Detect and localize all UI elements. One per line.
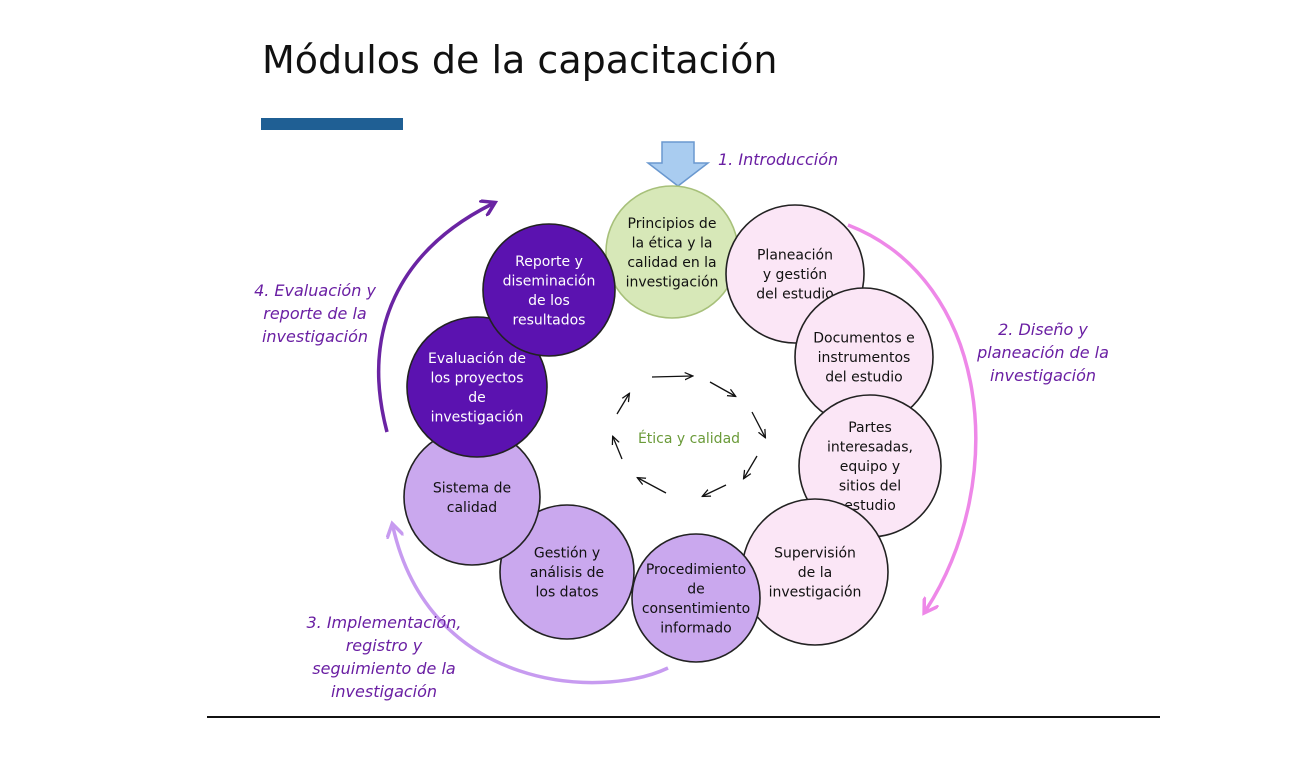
module-label-line: resultados	[513, 312, 586, 328]
module-label-line: equipo y	[840, 459, 900, 475]
module-data: Gestión y análisis de los datos	[499, 504, 635, 640]
module-label-line: y gestión	[763, 267, 827, 283]
phase-label-implementation: registro y	[346, 636, 423, 655]
module-label-line: investigación	[431, 409, 524, 425]
module-label-line: de	[687, 581, 705, 597]
module-label-line: sitios del	[839, 479, 901, 495]
module-circle-report	[482, 223, 616, 357]
phase-label-implementation: seguimiento de la	[312, 659, 455, 678]
module-label-line: Sistema de	[433, 480, 511, 496]
inner-cycle-arrow	[616, 394, 629, 415]
module-label-line: Principios de	[628, 216, 717, 232]
introduction-down-arrow	[645, 141, 711, 187]
inner-cycle-arrow	[709, 381, 735, 396]
inner-cycle-arrow	[651, 376, 692, 377]
module-ethics: Principios de la ética y la calidad en la i…	[605, 185, 739, 319]
module-label-line: Partes	[848, 420, 892, 436]
inner-cycle-arrow	[744, 455, 758, 478]
module-circle-consent	[631, 533, 761, 663]
module-label-line: Supervisión	[774, 546, 856, 562]
module-label-line: análisis de	[530, 565, 604, 581]
module-label-line: de	[468, 390, 486, 406]
module-label-line: del estudio	[756, 287, 833, 303]
module-label-line: consentimiento	[642, 601, 750, 617]
bottom-rule	[207, 716, 1160, 718]
phase-label-implementation: 3. Implementación,	[306, 613, 461, 632]
phase-label-evaluation: reporte de la	[263, 304, 366, 323]
phase-label-design: 2. Diseño y	[998, 320, 1088, 339]
module-label-line: estudio	[844, 498, 896, 514]
module-consent: Procedimiento de consentimiento informado	[631, 533, 761, 663]
inner-cycle-arrow	[751, 411, 765, 437]
module-label-line: Documentos e	[813, 331, 914, 347]
design-phase-arrow	[847, 223, 978, 610]
module-label-line: la ética y la	[632, 235, 713, 251]
module-label-line: Evaluación de	[428, 351, 526, 367]
implementation-phase-arrow	[393, 527, 669, 685]
phase-label-design: investigación	[990, 366, 1096, 385]
module-label-line: informado	[660, 620, 731, 636]
slide-title: Módulos de la capacitación	[262, 38, 778, 82]
module-evaluation: Evaluación de los proyectos de investigació…	[406, 316, 548, 458]
inner-cycle-arrow	[613, 437, 623, 460]
module-label-line: calidad	[447, 500, 497, 516]
module-quality: Sistema de calidad	[403, 428, 541, 566]
module-label-line: del estudio	[825, 370, 902, 386]
module-label-line: los datos	[535, 585, 598, 601]
phase-labels: 1. Introducción 2. Diseño y planeación de …	[254, 150, 1109, 701]
module-label-line: de los	[528, 293, 570, 309]
module-label-line: calidad en la	[627, 255, 716, 271]
inner-cycle-arrow	[638, 478, 667, 494]
phase-label-evaluation: investigación	[262, 327, 368, 346]
center-label: Ética y calidad	[638, 430, 740, 447]
module-label-line: investigación	[626, 274, 719, 290]
inner-cycle-arrow	[703, 484, 727, 496]
phase-label-design: planeación de la	[976, 343, 1109, 362]
module-label-line: Gestión y	[534, 546, 600, 562]
module-circles: Principios de la ética y la calidad en la i…	[403, 185, 942, 663]
module-documents: Documentos e instrumentos del estudio	[794, 287, 934, 427]
phase-label-implementation: investigación	[331, 682, 437, 701]
module-label-line: diseminación	[503, 273, 596, 289]
module-label-line: de la	[798, 565, 832, 581]
module-circle-evaluation	[406, 316, 548, 458]
module-report: Reporte y diseminación de los resultados	[482, 223, 616, 357]
module-label-line: instrumentos	[818, 350, 911, 366]
module-planning: Planeación y gestión del estudio	[725, 204, 865, 344]
evaluation-phase-arrow	[377, 204, 492, 433]
module-label-line: investigación	[769, 585, 862, 601]
phase-label-intro: 1. Introducción	[718, 150, 838, 169]
module-circle-data	[499, 504, 635, 640]
module-label-line: Planeación	[757, 248, 833, 264]
module-supervision: Supervisión de la investigación	[741, 498, 889, 646]
inner-cycle-arrows	[613, 376, 765, 496]
module-label-line: interesadas,	[827, 440, 913, 456]
module-label-line: Procedimiento	[646, 562, 746, 578]
module-label-line: los proyectos	[430, 370, 523, 386]
title-accent-bar	[261, 118, 403, 130]
module-circle-ethics	[605, 185, 739, 319]
module-label-line: Reporte y	[515, 254, 583, 270]
phase-label-evaluation: 4. Evaluación y	[254, 281, 376, 300]
